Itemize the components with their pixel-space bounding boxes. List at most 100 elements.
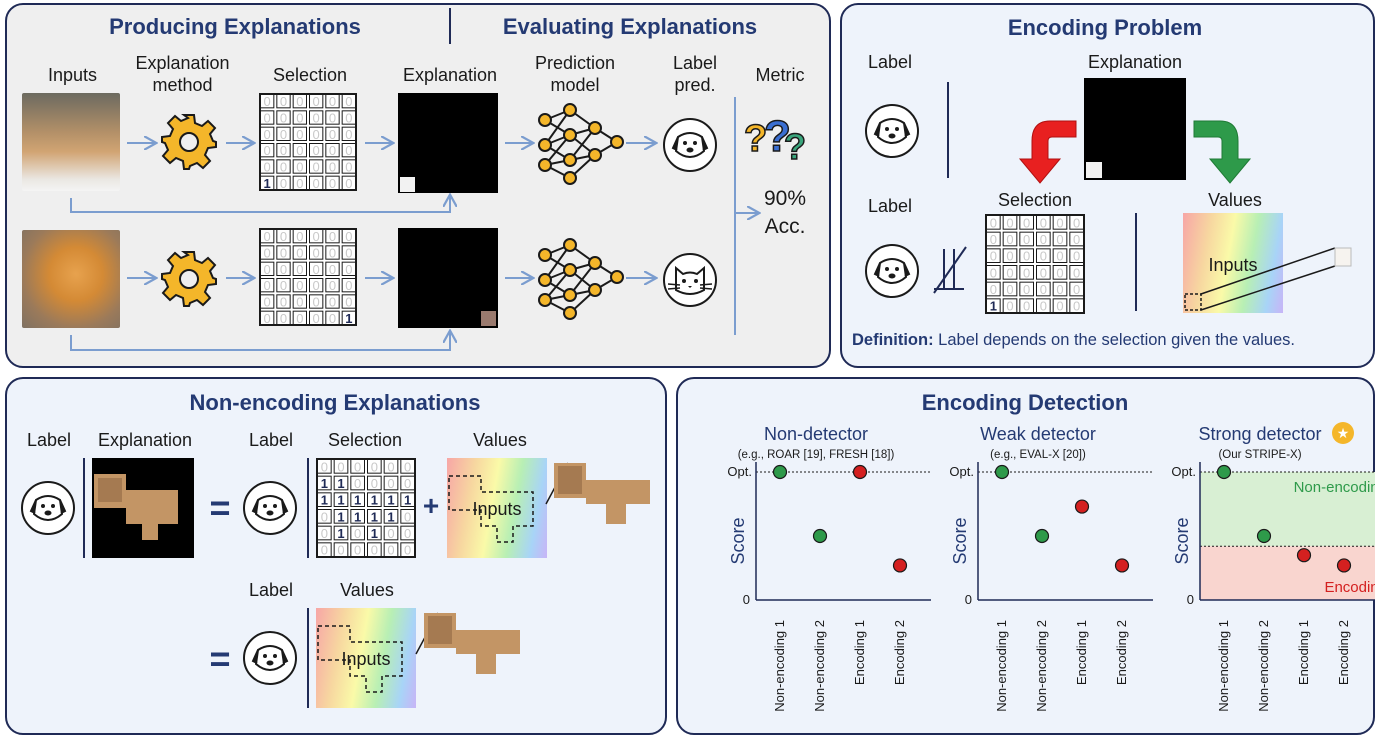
grid-cell xyxy=(367,509,382,524)
grid-digit: 0 xyxy=(1056,215,1063,230)
grid-digit: 0 xyxy=(345,143,352,158)
y-axis-label: Score xyxy=(728,517,748,564)
grid-cell xyxy=(260,261,275,277)
grid-cell xyxy=(400,475,416,491)
grid-cell xyxy=(325,126,340,142)
grid-cell xyxy=(1002,215,1018,230)
grid-digit: 0 xyxy=(329,295,336,310)
category-label: Encoding 1 xyxy=(1074,620,1089,685)
grid-digit: 0 xyxy=(321,509,328,524)
grid-digit: 0 xyxy=(1073,232,1080,247)
gear-icon xyxy=(161,251,217,307)
definition-bold: Definition: xyxy=(852,331,934,349)
y-axis-label: Score xyxy=(1172,517,1192,564)
grid-digit: 0 xyxy=(296,127,303,142)
grid-cell xyxy=(292,110,308,125)
data-point xyxy=(1074,499,1090,514)
grid-digit: 1 xyxy=(337,526,344,541)
grid-cell xyxy=(1036,248,1051,263)
category-label: Non-encoding 1 xyxy=(772,620,787,712)
grid-digit: 0 xyxy=(296,176,303,191)
grid-digit: 0 xyxy=(264,295,271,310)
grid-digit: 0 xyxy=(345,246,352,261)
grid-cell xyxy=(325,278,340,293)
grid-digit: 1 xyxy=(337,476,344,491)
grid-cell xyxy=(317,509,332,524)
grid-digit: 0 xyxy=(345,176,352,191)
grid-cell xyxy=(325,110,340,125)
grid-digit: 0 xyxy=(345,262,352,277)
grid-cell xyxy=(276,245,291,260)
grid-cell xyxy=(1069,231,1085,247)
grid-cell xyxy=(383,492,399,507)
grid-cell xyxy=(1052,231,1068,247)
divider-line xyxy=(947,82,949,178)
grid-cell xyxy=(317,542,332,558)
grid-cell xyxy=(383,459,399,474)
grid-digit: 0 xyxy=(1006,282,1013,297)
grid-digit: 0 xyxy=(345,94,352,109)
grid-digit: 0 xyxy=(1040,299,1047,314)
grid-digit: 0 xyxy=(404,476,411,491)
gear-icon xyxy=(161,114,217,170)
grid-cell xyxy=(400,459,416,474)
grid-cell xyxy=(309,229,324,244)
grid-cell xyxy=(367,459,382,474)
data-point xyxy=(1216,464,1232,480)
grid-digit: 0 xyxy=(1073,249,1080,264)
grid-cell xyxy=(1019,298,1034,314)
grid-cell xyxy=(260,94,275,109)
grid-cell xyxy=(350,509,365,524)
grid-digit: 0 xyxy=(329,160,336,175)
grid-digit: 0 xyxy=(280,111,287,126)
grid-digit: 0 xyxy=(280,278,287,293)
grid-cell xyxy=(350,459,365,474)
grid-digit: 0 xyxy=(1006,215,1013,230)
grid-cell xyxy=(1036,281,1051,297)
grid-cell xyxy=(1019,265,1034,280)
data-point xyxy=(1256,528,1272,544)
grid-digit: 0 xyxy=(1056,282,1063,297)
grid-cell xyxy=(341,261,356,277)
grid-cell xyxy=(309,310,324,325)
grid-digit: 1 xyxy=(371,493,378,508)
grid-cell xyxy=(325,229,340,244)
grid-digit: 0 xyxy=(1040,249,1047,264)
header-metric: Metric xyxy=(755,65,805,85)
grid-digit: 0 xyxy=(329,246,336,261)
grid-digit: 1 xyxy=(337,493,344,508)
data-point xyxy=(1114,558,1130,573)
grid-cell xyxy=(1019,281,1034,297)
grid-digit: 0 xyxy=(296,246,303,261)
grid-cell xyxy=(292,278,308,293)
category-label: Encoding 1 xyxy=(852,620,867,685)
values-gradient xyxy=(1183,213,1283,313)
grid-cell xyxy=(276,159,291,174)
grid-digit: 0 xyxy=(280,176,287,191)
grid-digit: 0 xyxy=(321,543,328,558)
grid-cell xyxy=(317,525,332,541)
grid-cell xyxy=(1002,265,1018,280)
grid-digit: 0 xyxy=(387,526,394,541)
data-point xyxy=(892,558,908,573)
grid-digit: 0 xyxy=(280,311,287,326)
producing-title: Producing Explanations xyxy=(109,14,361,39)
grid-digit: 0 xyxy=(296,111,303,126)
grid-digit: 0 xyxy=(354,543,361,558)
grid-digit: 0 xyxy=(371,476,378,491)
grid-cell xyxy=(1002,281,1018,297)
grid-digit: 1 xyxy=(321,476,328,491)
header-prediction-model: Prediction model xyxy=(534,53,616,95)
grid-cell xyxy=(986,215,1001,230)
grid-digit: 0 xyxy=(280,94,287,109)
grid-cell xyxy=(400,542,416,558)
flow-arrows xyxy=(70,97,830,351)
grid-cell xyxy=(1069,298,1085,314)
grid-cell xyxy=(309,126,324,142)
grid-digit: 0 xyxy=(329,94,336,109)
grid-digit: 0 xyxy=(264,311,271,326)
explanation-patch xyxy=(481,311,496,326)
detector-subtitle: (e.g., EVAL-X [20]) xyxy=(990,449,1086,461)
grid-cell xyxy=(1052,281,1068,297)
